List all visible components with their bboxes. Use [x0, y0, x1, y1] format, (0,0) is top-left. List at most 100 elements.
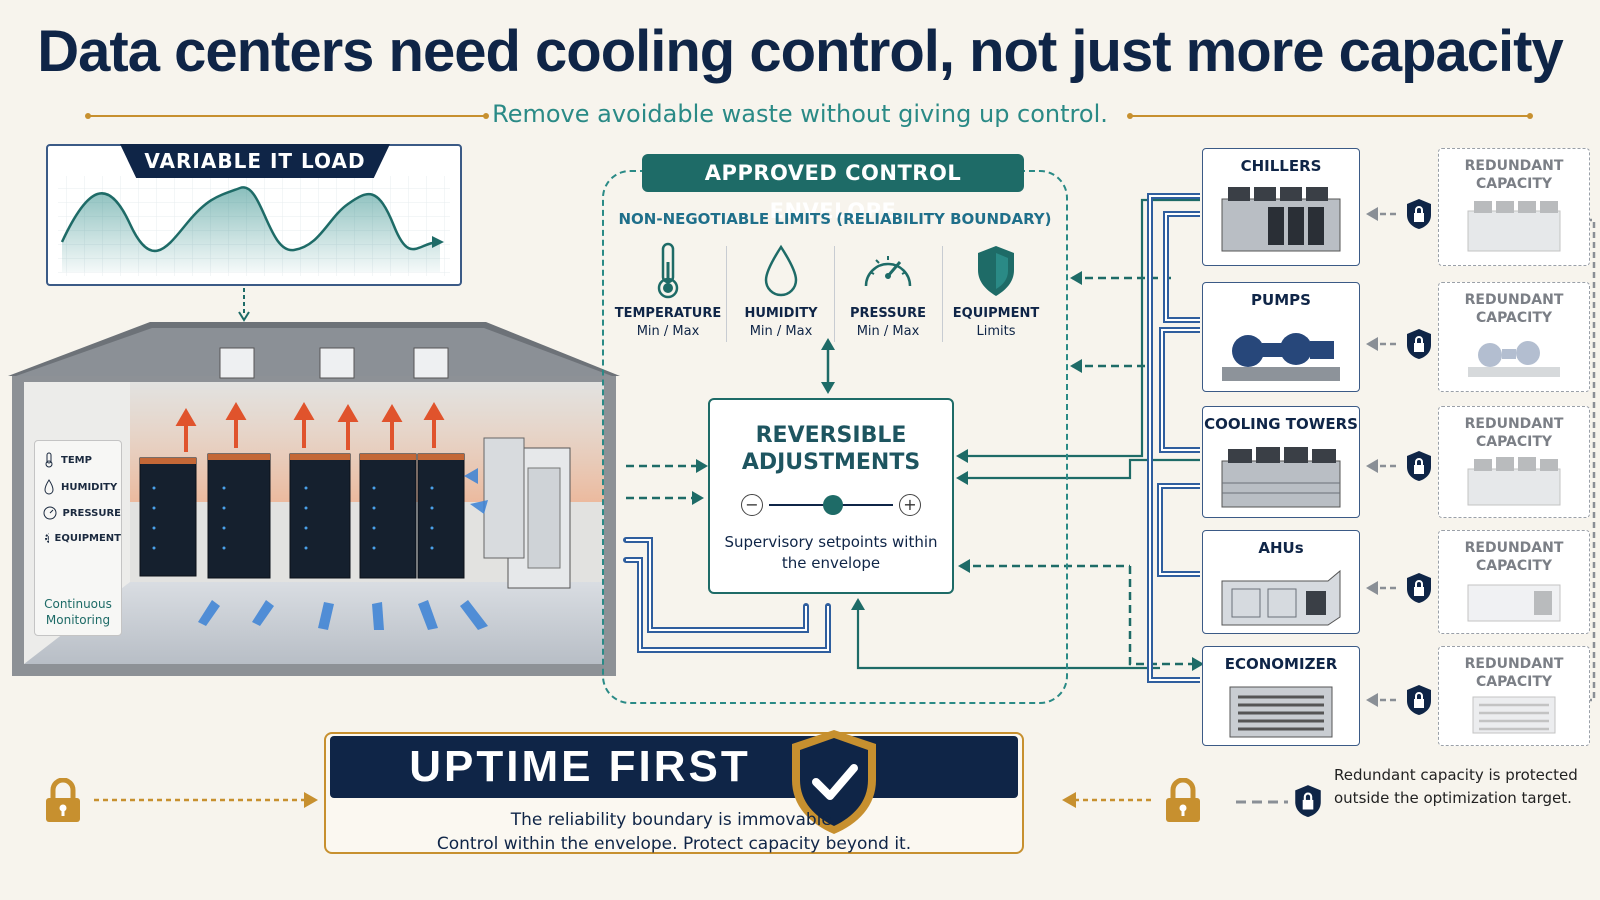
page-title: Data centers need cooling control, not j…	[37, 19, 1563, 84]
limit-name: EQUIPMENT	[952, 306, 1040, 321]
cooling-tower-icon	[1467, 457, 1561, 506]
limit-pressure: PRESSURE Min / Max	[834, 240, 942, 339]
equipment-ahus: AHUs	[1202, 530, 1360, 634]
sensor-panel: TEMP HUMIDITY PRESSURE EQUIPMENT	[34, 440, 122, 636]
redundant-cooling-towers: REDUNDANT CAPACITY	[1438, 406, 1590, 518]
sensor-label: PRESSURE	[62, 507, 121, 519]
ahu-icon	[1467, 584, 1561, 622]
limit-name: TEMPERATURE	[614, 306, 722, 321]
redundant-line: CAPACITY	[1475, 310, 1553, 326]
gauge-icon	[43, 506, 57, 520]
reversible-sub-line: the envelope	[781, 554, 881, 572]
subtitle: Remove avoidable waste without giving up…	[492, 100, 1108, 128]
shield-check-icon	[792, 730, 876, 834]
pump-icon	[1468, 341, 1560, 377]
monitoring-line: Monitoring	[45, 613, 111, 627]
economizer-icon	[1472, 696, 1556, 734]
redundant-line: REDUNDANT	[1464, 158, 1564, 174]
reversible-title: REVERSIBLE ADJUSTMENTS	[710, 422, 952, 476]
redundant-line: REDUNDANT	[1464, 540, 1564, 556]
variable-load-panel	[46, 144, 462, 286]
droplet-icon	[44, 479, 54, 495]
redundant-economizer: REDUNDANT CAPACITY	[1438, 646, 1590, 746]
redundant-line: CAPACITY	[1475, 176, 1553, 192]
lock-icon	[1407, 199, 1431, 229]
cooling-tower-icon	[1221, 447, 1341, 508]
lock-icon	[1407, 451, 1431, 481]
limit-humidity: HUMIDITY Min / Max	[727, 240, 835, 339]
equipment-pumps: PUMPS	[1202, 282, 1360, 392]
limit-name: HUMIDITY	[744, 306, 818, 321]
monitoring-line: Continuous	[44, 597, 112, 611]
sensor-label: HUMIDITY	[61, 481, 118, 493]
uptime-banner	[330, 736, 1018, 798]
sensor-pressure: PRESSURE	[43, 506, 121, 520]
economizer-icon	[1229, 686, 1333, 738]
redundant-pumps: REDUNDANT CAPACITY	[1438, 282, 1590, 392]
sensor-humidity: HUMIDITY	[43, 479, 121, 495]
equipment-name: COOLING TOWERS	[1204, 415, 1358, 433]
load-wave-icon	[58, 176, 450, 276]
down-arrow-icon	[238, 288, 250, 322]
limits-title: NON-NEGOTIABLE LIMITS (RELIABILITY BOUND…	[618, 210, 1052, 228]
subtitle-rules	[85, 113, 1533, 119]
ahu-icon	[1221, 569, 1341, 626]
redundant-line: REDUNDANT	[1464, 292, 1564, 308]
padlock-icon	[46, 778, 80, 822]
droplet-icon	[764, 244, 798, 297]
lock-icon	[1295, 785, 1321, 817]
uptime-line-2: Control within the envelope. Protect cap…	[436, 834, 912, 854]
legend-text: Redundant capacity is protected outside …	[1334, 764, 1600, 810]
redundant-line: CAPACITY	[1475, 674, 1553, 690]
uptime-title: UPTIME FIRST	[409, 742, 751, 791]
decrease-button[interactable]: −	[741, 494, 763, 516]
equipment-name: CHILLERS	[1240, 157, 1322, 175]
lock-icon	[1407, 329, 1431, 359]
chiller-icon	[1467, 201, 1561, 252]
slider-knob[interactable]	[823, 495, 843, 515]
gauge-icon	[864, 256, 912, 287]
equipment-cooling-towers: COOLING TOWERS	[1202, 406, 1360, 518]
equipment-name: PUMPS	[1251, 291, 1311, 309]
limit-equipment: EQUIPMENT Limits	[942, 240, 1050, 339]
divider	[834, 246, 835, 342]
limit-sub: Min / Max	[856, 324, 920, 339]
redundant-line: CAPACITY	[1475, 558, 1553, 574]
uptime-line-1: The reliability boundary is immovable.	[510, 810, 838, 830]
limit-sub: Limits	[976, 324, 1016, 339]
increase-button[interactable]: +	[899, 494, 921, 516]
chiller-icon	[1221, 187, 1341, 252]
thermometer-icon	[657, 242, 679, 299]
equipment-name: AHUs	[1258, 539, 1304, 557]
reversible-adjustments-panel: REVERSIBLE ADJUSTMENTS − + Supervisory s…	[708, 398, 954, 594]
reversible-title-line: ADJUSTMENTS	[741, 450, 921, 475]
thermometer-icon	[45, 452, 53, 468]
lock-icon	[1407, 685, 1431, 715]
pump-icon	[1222, 333, 1340, 381]
redundant-line: REDUNDANT	[1464, 416, 1564, 432]
envelope-label: APPROVED CONTROL ENVELOPE	[642, 154, 1024, 223]
sensor-label: EQUIPMENT	[54, 532, 121, 544]
equipment-economizer: ECONOMIZER	[1202, 646, 1360, 746]
setpoint-slider[interactable]: − +	[741, 492, 921, 518]
redundant-ahus: REDUNDANT CAPACITY	[1438, 530, 1590, 634]
padlock-icon	[1166, 778, 1200, 822]
divider	[942, 246, 943, 342]
limit-sub: Min / Max	[749, 324, 813, 339]
limit-name: PRESSURE	[849, 306, 926, 321]
redundant-line: CAPACITY	[1475, 434, 1553, 450]
redundant-line: REDUNDANT	[1464, 656, 1564, 672]
continuous-monitoring-label: Continuous Monitoring	[34, 596, 122, 628]
limit-sub: Min / Max	[636, 324, 700, 339]
gear-icon	[45, 533, 49, 543]
legend-line: Redundant capacity is protected	[1334, 766, 1578, 784]
equipment-chillers: CHILLERS	[1202, 148, 1360, 266]
reversible-subtitle: Supervisory setpoints within the envelop…	[710, 532, 952, 574]
sensor-label: TEMP	[61, 454, 92, 466]
limit-temperature: TEMPERATURE Min / Max	[614, 240, 722, 339]
divider	[726, 246, 727, 342]
equipment-name: ECONOMIZER	[1224, 655, 1338, 673]
legend-line: outside the optimization target.	[1334, 789, 1572, 807]
